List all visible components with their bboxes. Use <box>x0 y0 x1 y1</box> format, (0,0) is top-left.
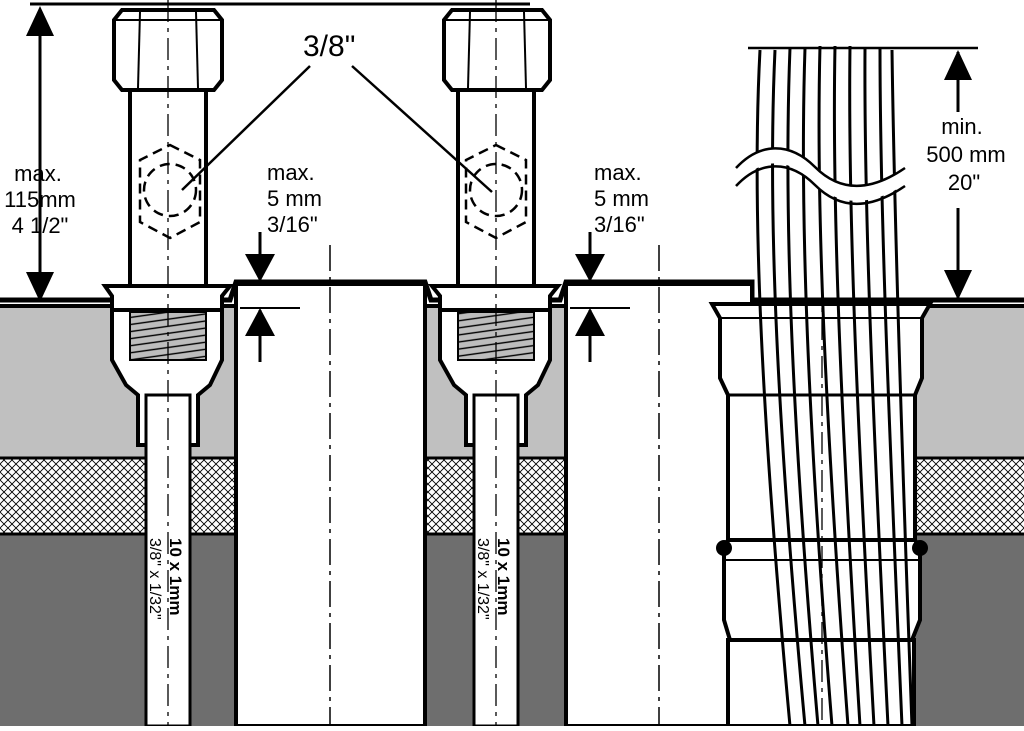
flexible-hoses <box>730 45 978 727</box>
dimension-gap-b <box>570 232 630 362</box>
gap-b-line2: 5 mm <box>594 186 649 211</box>
hose-length-line3: 20" <box>948 170 980 195</box>
hose-length-line1: min. <box>941 114 983 139</box>
bore-columns <box>234 245 754 728</box>
pipe-b-line1: 10 x 1mm <box>494 538 513 616</box>
gap-b-line1: max. <box>594 160 642 185</box>
callout-leaders <box>181 65 493 193</box>
gap-b-line3: 3/16" <box>594 212 645 237</box>
dimension-height-left <box>26 6 54 302</box>
gap-a-line1: max. <box>267 160 315 185</box>
hose-sleeve <box>708 280 934 728</box>
pipe-b-line2: 3/8" x 1/32" <box>474 538 491 620</box>
callout-diameter-label: 3/8" <box>303 30 355 63</box>
pipe-b-label: 10 x 1mm 3/8" x 1/32" <box>474 538 513 620</box>
connector-left <box>101 0 235 728</box>
gap-a-line2: 5 mm <box>267 186 322 211</box>
pipe-a-label: 10 x 1mm 3/8" x 1/32" <box>146 538 185 620</box>
height-left-line2: 115mm <box>4 187 76 212</box>
connector-middle <box>427 0 563 728</box>
hose-length-line2: 500 mm <box>926 142 1005 167</box>
height-left-line3: 4 1/2" <box>12 213 69 238</box>
gap-a-line3: 3/16" <box>267 212 318 237</box>
pipe-a-line2: 3/8" x 1/32" <box>146 538 163 620</box>
pipe-a-line1: 10 x 1mm <box>166 538 185 616</box>
height-left-line1: max. <box>14 161 62 186</box>
dimension-gap-a <box>240 232 300 362</box>
